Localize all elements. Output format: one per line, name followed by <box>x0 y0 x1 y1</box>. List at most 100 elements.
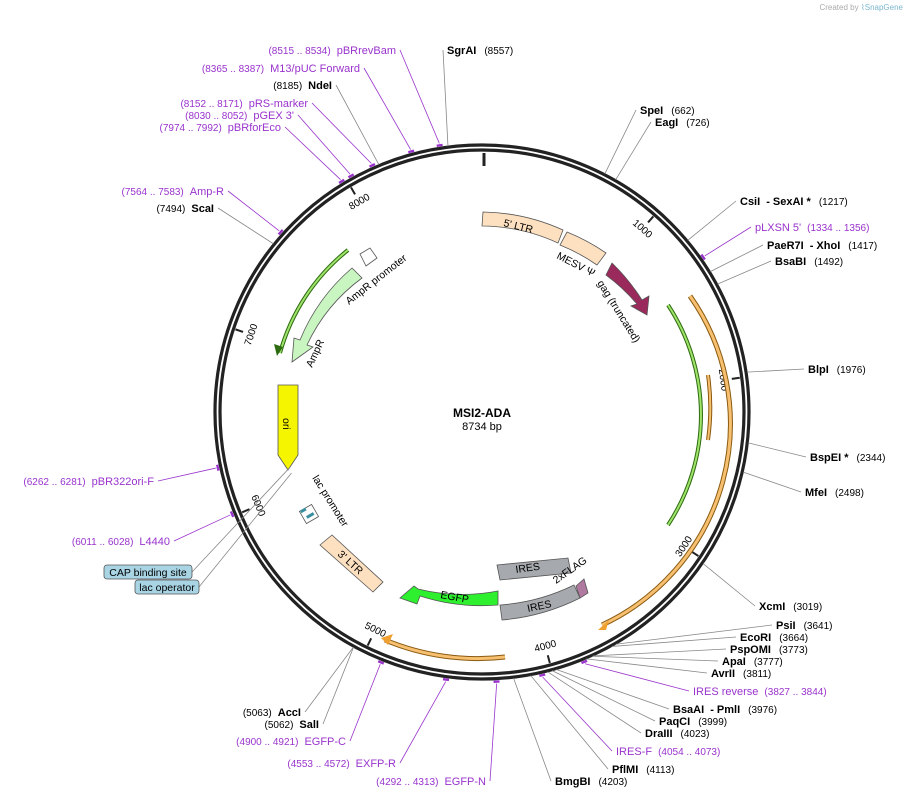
enzyme-label-13[interactable]: ApaI(3777) <box>722 656 783 668</box>
enzyme-leader-12 <box>593 648 727 657</box>
feature-ires-1[interactable] <box>496 557 572 581</box>
enzyme-leader-11 <box>611 636 737 647</box>
enzyme-label-20[interactable]: (5063)AccI <box>243 707 301 719</box>
plasmid-backbone <box>213 143 751 681</box>
enzyme-leader-8 <box>743 471 802 493</box>
scale-tick-label-1000: 1000 <box>630 218 654 241</box>
enzyme-leader-23 <box>335 84 380 165</box>
enzyme-leader-19 <box>513 678 552 782</box>
enzyme-label-4[interactable]: PaeR7I- XhoI(1417) <box>767 240 877 252</box>
primer-label-9[interactable]: (4900 .. 4921)EGFP-C <box>236 736 346 748</box>
primer-leader-10 <box>399 681 447 764</box>
primer-label-4[interactable]: (7974 .. 7992)pBRforEco <box>160 122 281 134</box>
feature-3ltr[interactable] <box>319 534 384 593</box>
primer-marker-3 <box>347 173 355 179</box>
enzyme-leader-3 <box>687 200 737 241</box>
orf-green-left-inner <box>279 249 349 354</box>
enzyme-label-5[interactable]: BsaBI(1492) <box>775 256 843 268</box>
enzyme-label-23[interactable]: (8185)NdeI <box>273 80 332 92</box>
enzyme-label-3[interactable]: CsiI- SexAI *(1217) <box>740 196 848 208</box>
orf-green-left <box>278 248 350 354</box>
feature-ires-2[interactable] <box>499 584 581 621</box>
orf-arcs <box>274 248 733 662</box>
enzyme-label-8[interactable]: MfeI(2498) <box>805 487 864 499</box>
enzyme-label-19[interactable]: BmgBI(4203) <box>555 776 627 788</box>
scale-tick-1000 <box>647 215 655 224</box>
feature-ampr[interactable] <box>291 267 363 363</box>
primer-leader-1 <box>363 67 411 150</box>
enzyme-label-21[interactable]: (5062)SalI <box>265 719 319 731</box>
enzyme-label-1[interactable]: SpeI(662) <box>640 105 695 117</box>
enzyme-leader-14 <box>586 658 708 674</box>
feature-lac-promoter[interactable] <box>298 503 320 525</box>
primer-label-13[interactable]: (6011 .. 6028)L4440 <box>72 536 170 548</box>
feature-gag-truncated[interactable] <box>605 262 650 316</box>
enzyme-label-18[interactable]: PflMI(4113) <box>612 764 674 776</box>
orf-green-right <box>666 303 703 527</box>
enzyme-label-2[interactable]: EagI(726) <box>655 117 710 129</box>
primer-label-2[interactable]: (8152 .. 8171)pRS-marker <box>180 98 308 110</box>
feature-ampr-promoter[interactable] <box>359 247 378 267</box>
scale-tick-8000 <box>350 186 356 195</box>
enzyme-label-16[interactable]: PaqCI(3999) <box>659 716 727 728</box>
feature-2xflag[interactable] <box>575 578 589 599</box>
primer-leader-11 <box>489 683 498 782</box>
primer-label-11[interactable]: (4292 .. 4313)EGFP-N <box>376 776 486 788</box>
primer-label-1[interactable]: (8365 .. 8387)M13/pUC Forward <box>202 63 360 75</box>
primer-label-6[interactable]: pLXSN 5'(1334 .. 1356) <box>755 222 869 234</box>
orf-green-left-arrowhead <box>274 344 283 356</box>
snapgene-credit: Created by ⌇SnapGene <box>819 3 903 12</box>
enzyme-leader-4 <box>710 244 764 272</box>
enzyme-label-10[interactable]: PsiI(3641) <box>776 620 832 632</box>
primer-leader-8 <box>542 676 613 752</box>
primer-label-3[interactable]: (8030 .. 8052)pGEX 3' <box>185 110 294 122</box>
feature-mesv-psi[interactable] <box>559 231 607 266</box>
primer-label-10[interactable]: (4553 .. 4572)EXFP-R <box>287 758 396 770</box>
feature-ori[interactable] <box>277 384 299 471</box>
enzyme-label-0[interactable]: SgrAI(8557) <box>447 45 513 57</box>
primer-label-5[interactable]: (7564 .. 7583)Amp-R <box>122 186 225 198</box>
primer-marker-10 <box>442 677 450 682</box>
enzyme-leader-7 <box>748 442 807 458</box>
scale-tick-7000 <box>235 328 244 333</box>
enzyme-label-12[interactable]: PspOMI(3773) <box>730 644 808 656</box>
primer-leader-13 <box>173 514 231 542</box>
enzyme-label-14[interactable]: AvrII(3811) <box>711 668 771 680</box>
scale-tick-label-8000: 8000 <box>347 192 372 213</box>
feature-ori-label: ori <box>280 418 292 430</box>
enzyme-leader-5 <box>717 260 772 285</box>
snapgene-logo-icon: ⌇ <box>860 3 865 12</box>
primer-marker-12 <box>216 464 220 471</box>
primer-label-7[interactable]: IRES reverse(3827 .. 3844) <box>693 686 827 698</box>
boxed-label-bg-1 <box>134 579 200 595</box>
enzyme-leader-21 <box>322 647 354 725</box>
primer-leader-5 <box>227 190 280 232</box>
feature-5ltr[interactable] <box>481 211 564 244</box>
primer-label-12[interactable]: (6262 .. 6281)pBR322ori-F <box>23 476 154 488</box>
orf-orange-bottom-inner <box>384 638 506 661</box>
enzyme-label-17[interactable]: DraIII(4023) <box>645 728 709 740</box>
boxed-label-0[interactable]: CAP binding site <box>109 567 187 579</box>
enzyme-label-7[interactable]: BspEI *(2344) <box>810 452 885 464</box>
primer-marker-7 <box>581 659 588 665</box>
enzyme-label-22[interactable]: (7494)ScaI <box>156 203 214 215</box>
enzyme-leader-10 <box>615 624 773 645</box>
enzyme-leader-22 <box>217 207 274 245</box>
enzyme-leader-0 <box>442 49 449 147</box>
enzyme-label-9[interactable]: XcmI(3019) <box>759 601 822 613</box>
enzyme-label-15[interactable]: BsaAI- PmlI(3976) <box>673 704 777 716</box>
enzyme-label-6[interactable]: BlpI(1976) <box>808 364 866 376</box>
primer-label-0[interactable]: (8515 .. 8534)pBRrevBam <box>268 45 396 57</box>
boxed-leader-0 <box>191 467 291 573</box>
primer-leader-0 <box>399 49 440 144</box>
primer-marker-1 <box>407 149 415 154</box>
enzyme-label-11[interactable]: EcoRI(3664) <box>740 632 808 644</box>
scale-tick-6000 <box>241 508 250 514</box>
primer-leader-6 <box>704 226 752 257</box>
feature-ires-1-label: IRES <box>515 561 541 576</box>
primer-leader-9 <box>349 664 381 742</box>
primer-label-8[interactable]: IRES-F(4054 .. 4073) <box>616 746 720 758</box>
boxed-label-1[interactable]: lac operator <box>139 582 195 594</box>
feature-egfp[interactable] <box>399 585 499 607</box>
